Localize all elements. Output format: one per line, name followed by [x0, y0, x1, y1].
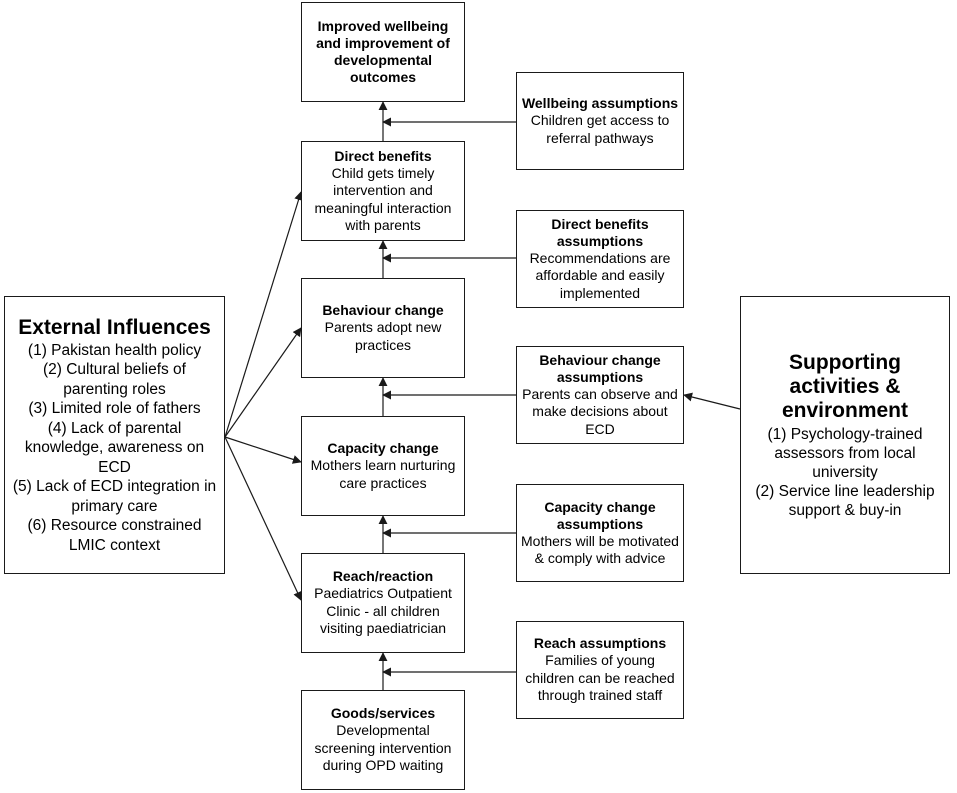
outcome-title: Improved wellbeing and improvement of de… [316, 18, 450, 85]
goods-services-box: Goods/services Developmental screening i… [301, 690, 465, 790]
external-influences-title: External Influences [18, 315, 211, 339]
supporting-item: (1) Psychology-trained assessors from lo… [767, 425, 923, 481]
behaviour-change-title: Behaviour change [322, 302, 444, 318]
wellbeing-assumptions-box: Wellbeing assumptions Children get acces… [516, 72, 684, 170]
reach-assumptions-box: Reach assumptions Families of young chil… [516, 621, 684, 719]
reach-assumptions-body: Families of young children can be reache… [525, 652, 675, 704]
behaviour-change-box: Behaviour change Parents adopt new pract… [301, 278, 465, 378]
supporting-activities-box: Supporting activities & environment (1) … [740, 296, 950, 574]
reach-reaction-title: Reach/reaction [332, 568, 434, 585]
capacity-change-box: Capacity change Mothers learn nurturing … [301, 416, 465, 516]
wellbeing-assumptions-title: Wellbeing assumptions [521, 95, 679, 111]
reach-reaction-box: Reach/reaction Paediatrics Outpatient Cl… [301, 553, 465, 653]
direct-benefits-assumptions-box: Direct benefits assumptions Recommendati… [516, 210, 684, 308]
direct-benefits-box: Direct benefits Child gets timely interv… [301, 141, 465, 241]
external-influence-item: (1) Pakistan health policy [27, 341, 202, 359]
reach-reaction-body: Paediatrics Outpatient Clinic - all chil… [314, 585, 452, 637]
arrow-external-to-behaviour [224, 327, 302, 438]
direct-benefits-assumptions-title: Direct benefits assumptions [551, 215, 649, 249]
external-influence-item: (2) Cultural beliefs of parenting roles [42, 361, 186, 398]
capacity-change-assumptions-box: Capacity change assumptions Mothers will… [516, 484, 684, 582]
supporting-activities-title: Supporting activities & environment [781, 350, 909, 422]
behaviour-change-assumptions-title: Behaviour change assumptions [539, 351, 661, 385]
external-influence-item: (6) Resource constrained LMIC context [27, 517, 202, 554]
capacity-change-title: Capacity change [327, 440, 439, 456]
external-influence-item: (5) Lack of ECD integration in primary c… [12, 478, 217, 515]
arrow-supporting [683, 392, 741, 410]
direct-benefits-title: Direct benefits [334, 147, 432, 164]
arrow-external-to-direct [224, 191, 303, 438]
goods-services-title: Goods/services [330, 705, 436, 722]
direct-benefits-assumptions-body: Recommendations are affordable and easil… [529, 249, 671, 301]
external-influence-item: (4) Lack of parental knowledge, awarenes… [24, 419, 205, 476]
direct-benefits-body: Child gets timely intervention and meani… [314, 164, 452, 234]
external-influences-box: External Influences (1) Pakistan health … [4, 296, 225, 574]
external-influence-item: (3) Limited role of fathers [28, 400, 201, 418]
behaviour-change-assumptions-box: Behaviour change assumptions Parents can… [516, 346, 684, 444]
capacity-change-assumptions-title: Capacity change assumptions [544, 498, 656, 532]
capacity-change-assumptions-body: Mothers will be motivated & comply with … [521, 532, 679, 567]
goods-services-body: Developmental screening intervention dur… [314, 722, 452, 774]
outcome-box: Improved wellbeing and improvement of de… [301, 2, 465, 102]
capacity-change-body: Mothers learn nurturing care practices [310, 457, 456, 491]
supporting-item: (2) Service line leadership support & bu… [755, 482, 935, 519]
behaviour-change-assumptions-body: Parents can observe and make decisions a… [522, 385, 678, 437]
behaviour-change-body: Parents adopt new practices [324, 319, 442, 353]
arrow-external-to-capacity [224, 436, 302, 464]
arrow-external-to-reach [224, 436, 302, 601]
wellbeing-assumptions-body: Children get access to referral pathways [530, 112, 670, 146]
reach-assumptions-title: Reach assumptions [533, 635, 667, 652]
